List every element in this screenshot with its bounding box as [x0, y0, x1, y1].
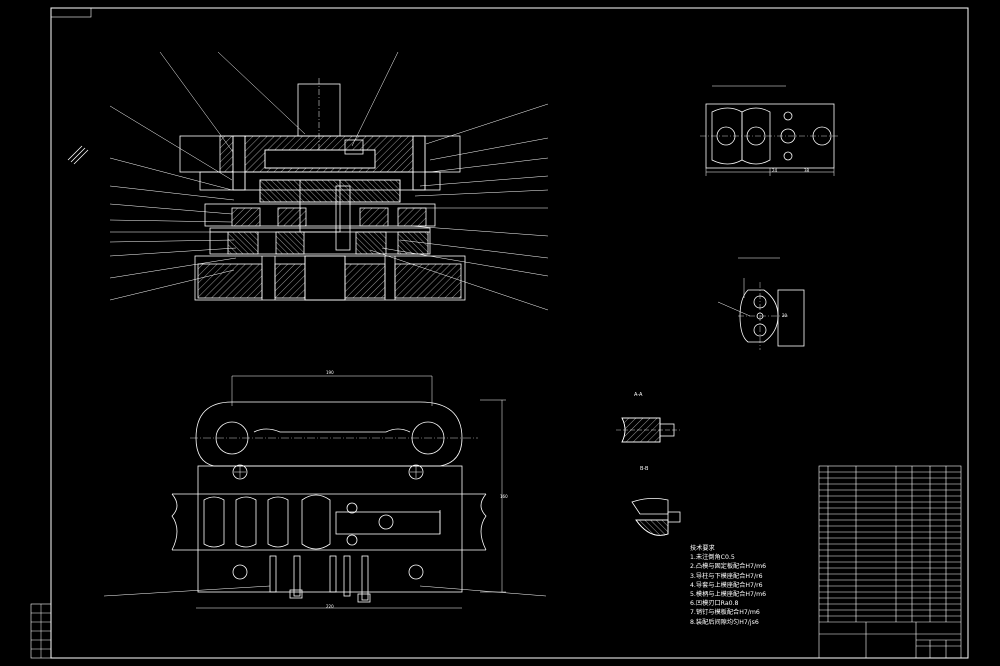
drawing-frame: [30, 7, 969, 659]
technical-note-line: 6.凹模刃口Ra0.8: [690, 600, 739, 608]
technical-note-line: 2.凸模与固定板配合H7/m6: [690, 563, 767, 571]
part-drawing-view: [717, 257, 805, 350]
section-bb-view: [631, 498, 681, 536]
technical-note-line: 7.销钉与模板配合H7/m6: [690, 609, 760, 617]
dim-width-bottom: 220: [326, 604, 334, 609]
plan-view: [103, 375, 547, 609]
technical-note-line: 5.模柄与上模座配合H7/m6: [690, 591, 767, 599]
front-section-view: [179, 78, 466, 301]
part-leader-lines: [109, 51, 549, 311]
technical-note-line: 4.导套与上模座配合H7/r6: [690, 581, 763, 589]
dim-width-top: 190: [326, 370, 334, 375]
dim-strip-width: 38: [804, 168, 810, 173]
dim-part-height: 20: [782, 313, 788, 318]
technical-note-line: 3.导柱与下模座配合H7/r6: [690, 572, 763, 580]
dim-strip-pitch: 24: [772, 168, 778, 173]
strip-layout-view: [700, 85, 840, 176]
section-a-label: A-A: [634, 392, 643, 398]
dim-height-right: 160: [500, 494, 508, 499]
technical-notes: 技术要求 1.未注倒角C0.5 2.凸模与固定板配合H7/m6 3.导柱与下模座…: [690, 544, 766, 627]
section-aa-view: [616, 417, 680, 443]
technical-notes-heading: 技术要求: [690, 545, 715, 552]
technical-note-line: 8.装配后间隙均匀H7/js6: [690, 618, 759, 626]
technical-note-line: 1.未注倒角C0.5: [690, 554, 735, 562]
roughness-symbol: [67, 145, 89, 165]
title-block: [818, 465, 962, 659]
section-b-label: B-B: [640, 466, 649, 472]
